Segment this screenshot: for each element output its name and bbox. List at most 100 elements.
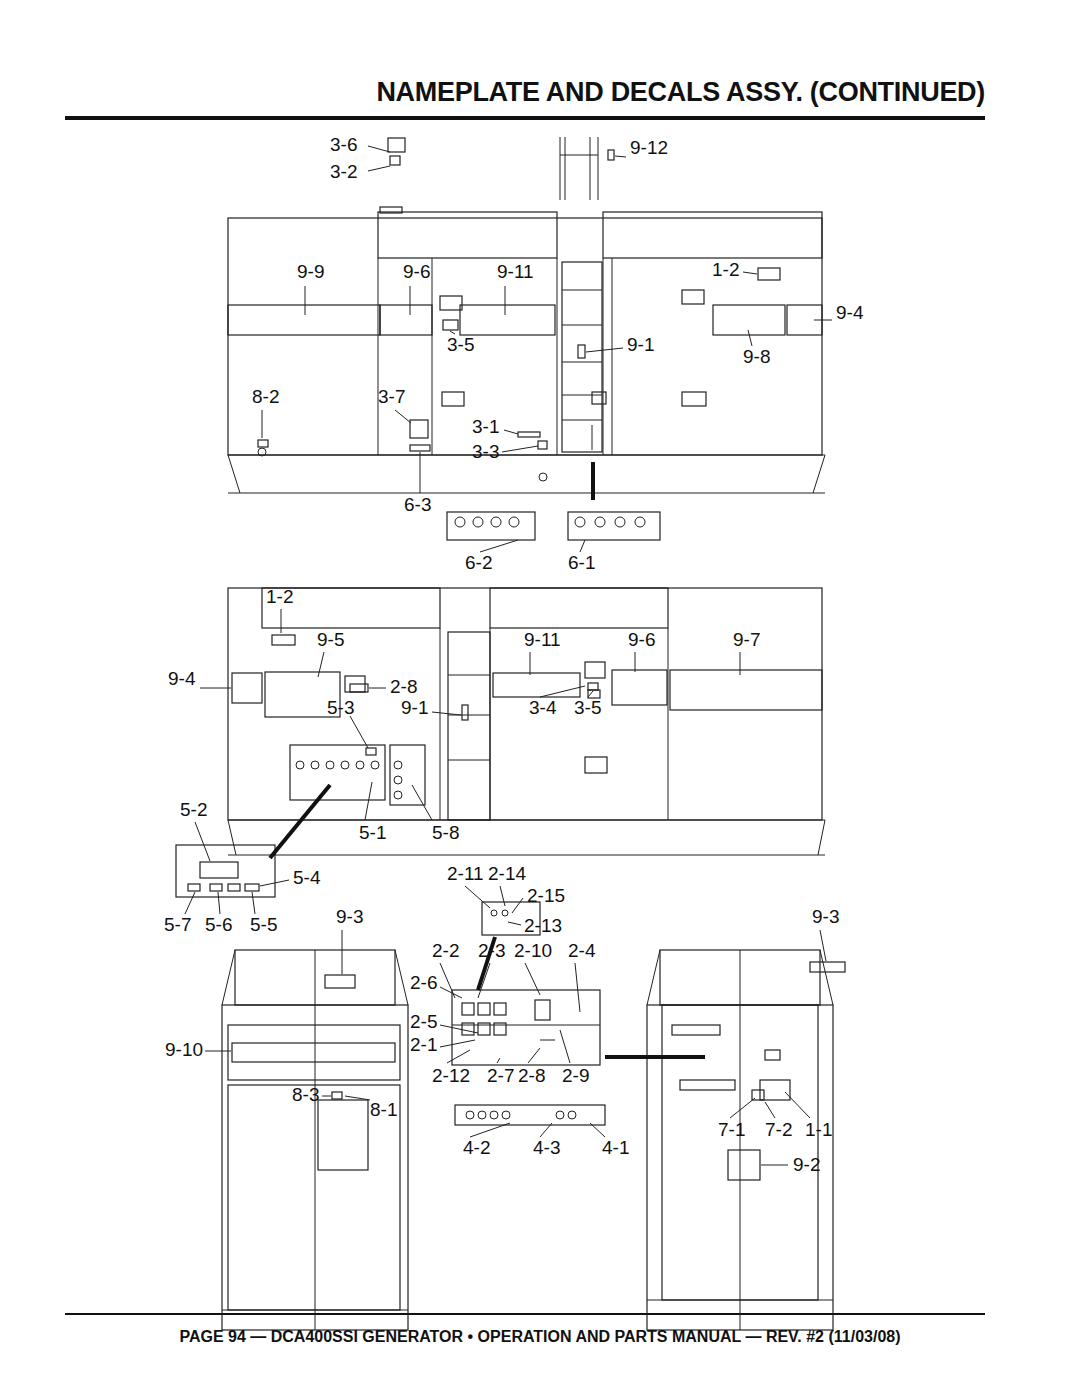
panel-outline: [578, 345, 585, 358]
panel-outline: [810, 962, 845, 972]
panel-outline: [447, 512, 535, 540]
callout-number: 8-2: [252, 386, 279, 408]
callout-number: 3-4: [529, 697, 556, 719]
panel-outline: [588, 690, 600, 698]
callout-number: 9-4: [168, 668, 195, 690]
panel-outline: [325, 975, 355, 988]
panel-outline: [442, 392, 464, 406]
callout-number: 2-2: [432, 940, 459, 962]
callout-number: 9-2: [793, 1154, 820, 1176]
leader-line: [500, 886, 505, 906]
callout-number: 6-2: [465, 552, 492, 574]
terminal-symbol: [502, 910, 508, 916]
panel-outline: [455, 1105, 605, 1125]
terminal-symbol: [356, 761, 364, 769]
leader-line: [560, 1030, 570, 1063]
terminal-symbol: [491, 517, 501, 527]
leader-line: [562, 420, 602, 421]
panel-outline: [728, 1150, 760, 1180]
terminal-symbol: [473, 517, 483, 527]
panel-outline: [232, 1043, 395, 1062]
panel-outline: [535, 1000, 550, 1020]
callout-number: 4-2: [463, 1137, 490, 1159]
callout-number: 8-3: [292, 1084, 319, 1106]
callout-number: 2-9: [562, 1065, 589, 1087]
callout-number: 9-7: [733, 629, 760, 651]
callout-number: 9-12: [630, 137, 668, 159]
leader-line: [368, 166, 390, 171]
terminal-symbol: [635, 517, 645, 527]
leader-line: [590, 137, 591, 200]
callout-number: 2-10: [514, 940, 552, 962]
panel-outline: [478, 1003, 490, 1015]
leader-line: [395, 410, 411, 423]
leader-line: [560, 155, 598, 156]
panel-outline: [378, 212, 557, 258]
detail-pointer: [591, 462, 595, 500]
panel-outline: [765, 1050, 780, 1060]
panel-outline: [188, 884, 200, 891]
leader-line: [598, 137, 599, 200]
panel-outline: [366, 748, 376, 755]
leader-line: [590, 1123, 605, 1137]
callout-number: 9-11: [524, 629, 561, 651]
callout-number: 1-2: [712, 259, 739, 281]
panel-outline: [332, 1092, 342, 1099]
leader-line: [440, 1025, 478, 1033]
leader-line: [562, 362, 602, 363]
panel-outline: [410, 420, 428, 438]
leader-line: [447, 1050, 470, 1063]
panel-outline: [713, 305, 785, 335]
leader-line: [281, 609, 282, 633]
callout-number: 2-13: [524, 915, 562, 937]
panel-outline: [608, 150, 614, 160]
panel-outline: [462, 705, 468, 720]
leader-line: [814, 320, 832, 321]
leader-line: [315, 950, 316, 1330]
leader-line: [345, 1096, 370, 1100]
callout-number: 9-3: [336, 906, 363, 928]
panel-outline: [390, 156, 400, 165]
leader-line: [512, 898, 523, 913]
panel-outline: [443, 320, 458, 330]
callout-number: 9-3: [812, 906, 839, 928]
panel-outline: [390, 745, 425, 805]
callout-number: 6-1: [568, 552, 595, 574]
leader-line: [452, 1025, 600, 1026]
panel-outline: [568, 512, 660, 540]
panel-outline: [493, 673, 580, 697]
leader-line: [490, 628, 491, 820]
panel-outline: [200, 862, 238, 878]
terminal-symbol: [568, 1111, 576, 1119]
callout-number: 2-5: [410, 1011, 437, 1033]
callout-number: 2-15: [527, 885, 565, 907]
panel-outline: [585, 662, 605, 678]
callout-number: 3-6: [330, 134, 357, 156]
terminal-symbol: [258, 448, 266, 456]
leader-line: [470, 1123, 510, 1137]
panel-outline: [603, 212, 822, 258]
leader-line: [588, 691, 593, 697]
title-rule: [65, 116, 985, 120]
leader-line: [580, 540, 585, 552]
callout-number: 9-9: [297, 261, 324, 283]
leader-line: [508, 922, 521, 925]
callout-number: 9-10: [165, 1039, 203, 1061]
callout-number: 5-3: [327, 697, 354, 719]
callout-number: 3-2: [330, 161, 357, 183]
leader-line: [395, 950, 408, 1005]
panel-outline: [680, 1080, 735, 1090]
leader-line: [504, 430, 518, 434]
leader-line: [378, 258, 379, 455]
leader-line: [502, 446, 538, 452]
terminal-symbol: [311, 761, 319, 769]
leader-line: [448, 675, 490, 676]
panel-outline: [350, 684, 368, 692]
leader-line: [497, 1058, 500, 1063]
leader-line: [205, 1051, 231, 1052]
leader-line: [200, 688, 231, 689]
leader-line: [480, 540, 518, 552]
leader-line: [740, 652, 741, 675]
leader-line: [222, 950, 235, 1005]
page-footer: PAGE 94 — DCA400SSI GENERATOR • OPERATIO…: [40, 1326, 1040, 1348]
